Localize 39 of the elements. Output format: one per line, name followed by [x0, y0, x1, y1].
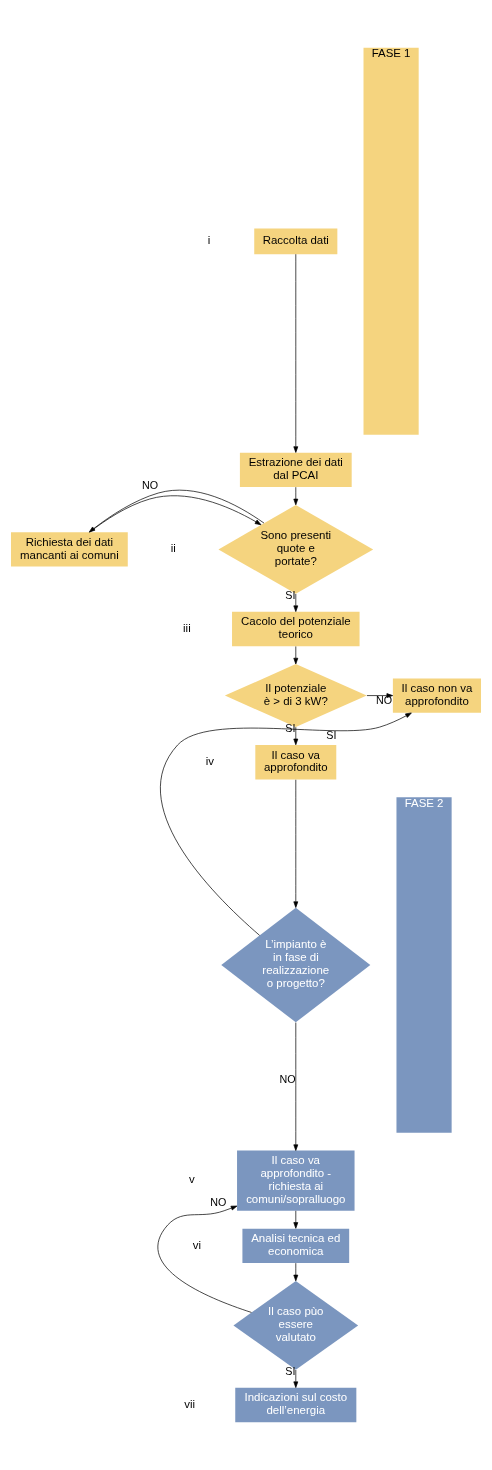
arrow	[157, 1205, 252, 1313]
node-box: FASE 1	[363, 47, 419, 435]
node-box: Il caso va approfondito	[255, 745, 337, 780]
arrow	[160, 712, 412, 936]
node-box: Estrazione dei dati dal PCAI	[239, 452, 352, 488]
label: i	[207, 234, 211, 247]
label: iii	[183, 621, 191, 634]
arrow	[293, 646, 299, 665]
label: iv	[205, 754, 214, 767]
node-box: Raccolta dati	[254, 228, 338, 255]
node-diamond: L’impianto è in fase di realizzazione o progetto?	[221, 907, 371, 1023]
node-box: Richiesta dei dati mancanti ai comuni	[11, 532, 128, 567]
arrow	[293, 1369, 299, 1388]
arrow	[366, 693, 393, 698]
arrow	[293, 253, 299, 453]
label: v	[189, 1173, 195, 1186]
arrow	[293, 593, 299, 612]
node-box: Il caso non va approfondito	[392, 678, 481, 713]
arrow	[89, 495, 262, 533]
arrow	[293, 779, 299, 908]
node-box: FASE 2	[396, 797, 452, 1133]
label: vii	[184, 1397, 196, 1410]
edge-label: NO	[141, 479, 159, 492]
arrow	[293, 1210, 299, 1229]
arrow	[88, 489, 265, 533]
arrow	[293, 726, 299, 746]
node-box: Analisi tecnica ed economica	[242, 1228, 350, 1264]
node-box: Indicazioni sul costo dell’energia	[235, 1387, 357, 1423]
label: vi	[192, 1238, 202, 1251]
edge-label: NO	[376, 694, 393, 707]
node-box: Cacolo del potenziale teorico	[232, 611, 360, 647]
node-box: Il caso va approfondito - richiesta ai comuni/sopralluogo	[237, 1150, 355, 1211]
edge-label: NO	[210, 1196, 227, 1209]
edge-label: SI	[326, 729, 337, 742]
arrow	[293, 486, 299, 506]
label: ii	[170, 542, 176, 555]
edge-label: NO	[279, 1072, 296, 1085]
arrow	[293, 1262, 299, 1282]
arrow	[293, 1022, 299, 1151]
